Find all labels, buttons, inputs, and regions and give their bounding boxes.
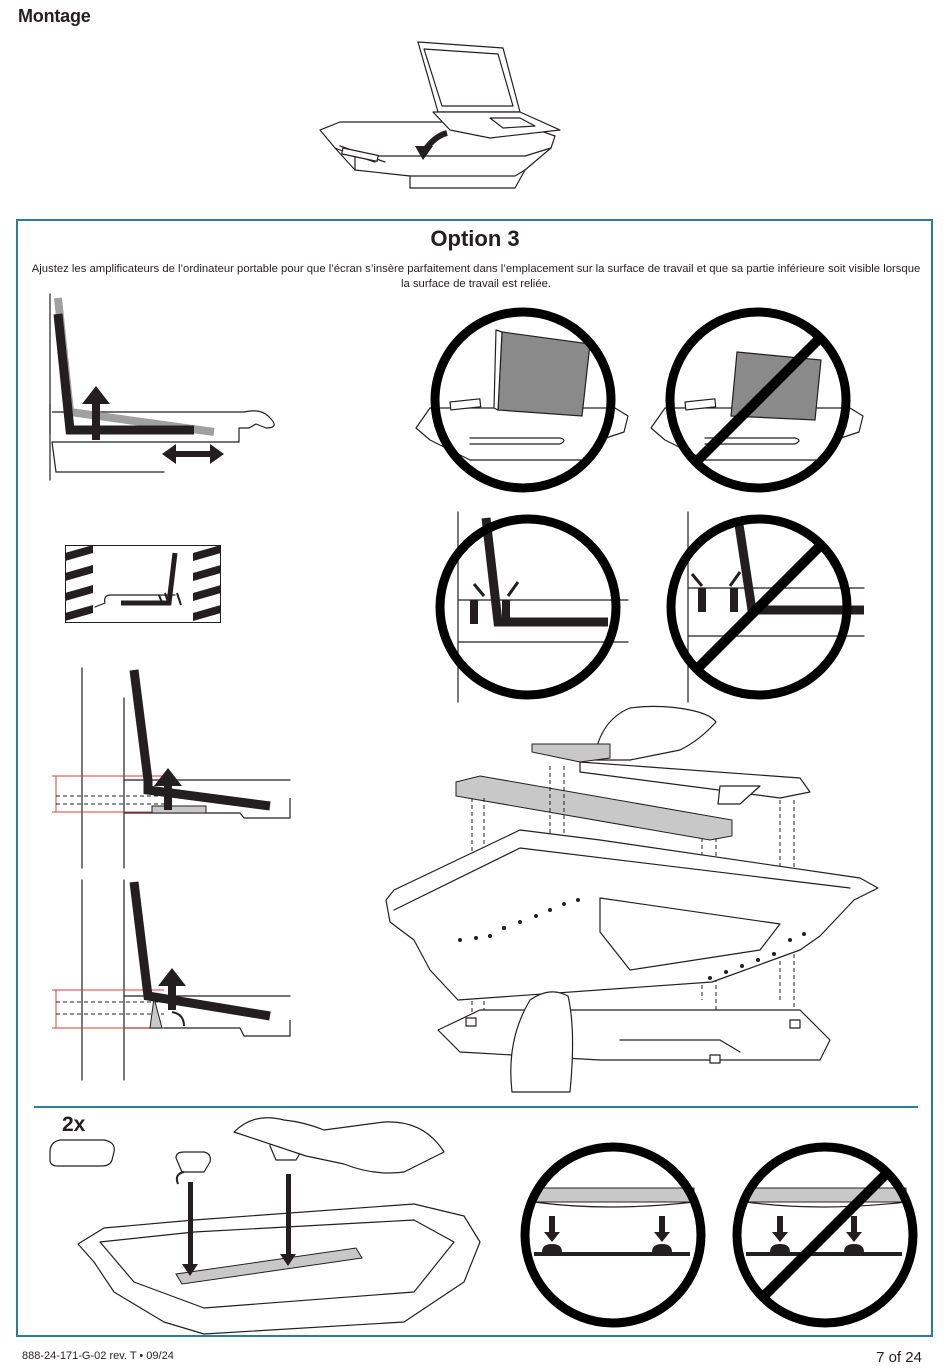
- stripe-detail-inset: [65, 545, 221, 623]
- instruction-text: Ajustez les amplificateurs de l’ordinate…: [30, 262, 922, 292]
- laptop-into-tray-illustration: [315, 38, 565, 198]
- option-title: Option 3: [0, 226, 950, 252]
- document-number: 888-24-171-G-02 rev. T • 09/24: [22, 1350, 174, 1362]
- pads-incorrect: [730, 1140, 920, 1330]
- incorrect-top-view: [645, 300, 875, 500]
- height-measure-1: [44, 668, 294, 868]
- rail-assembly-underside: [380, 700, 880, 1092]
- pad-install: [44, 1112, 484, 1334]
- correct-closeup: [428, 512, 628, 702]
- incorrect-closeup: [664, 512, 864, 702]
- pads-correct: [518, 1140, 708, 1330]
- height-measure-2: [44, 880, 294, 1080]
- page-number: 7 of 24: [876, 1349, 922, 1366]
- section-heading: Montage: [18, 6, 91, 27]
- correct-top-view: [410, 300, 640, 500]
- section-divider: [34, 1106, 918, 1108]
- boost-adjust-side-view: [44, 294, 284, 484]
- ok-circle-icon: [440, 519, 616, 695]
